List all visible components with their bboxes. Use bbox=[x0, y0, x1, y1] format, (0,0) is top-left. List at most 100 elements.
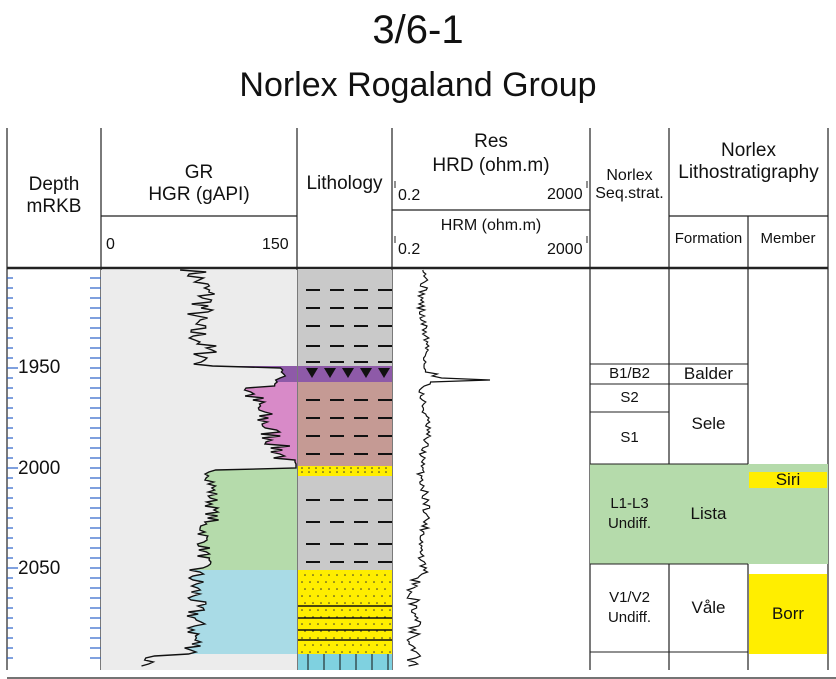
sand-dot bbox=[336, 644, 338, 646]
sand-dot bbox=[360, 574, 362, 576]
sand-dot bbox=[322, 471, 324, 473]
sand-dot bbox=[357, 467, 359, 469]
sand-dot bbox=[389, 637, 391, 639]
gr-fill-balder bbox=[212, 366, 297, 382]
sand-dot bbox=[381, 637, 383, 639]
sand-dot bbox=[344, 602, 346, 604]
sand-dot bbox=[301, 467, 303, 469]
sand-dot bbox=[325, 623, 327, 625]
lithology-shale bbox=[298, 270, 392, 366]
sand-dot bbox=[384, 644, 386, 646]
sand-dot bbox=[333, 637, 335, 639]
sand-dot bbox=[385, 467, 387, 469]
tuff-triangle bbox=[378, 368, 390, 378]
sand-dot bbox=[325, 595, 327, 597]
sand-dot bbox=[336, 602, 338, 604]
sand-dot bbox=[384, 574, 386, 576]
sand-dot bbox=[315, 467, 317, 469]
sand-dot bbox=[301, 595, 303, 597]
sand-dot bbox=[333, 595, 335, 597]
sand-dot bbox=[317, 651, 319, 653]
sand-dot bbox=[381, 609, 383, 611]
sand-dot bbox=[320, 574, 322, 576]
sand-dot bbox=[317, 637, 319, 639]
sand-dot bbox=[385, 471, 387, 473]
sand-dot bbox=[322, 467, 324, 469]
sand-dot bbox=[373, 581, 375, 583]
sand-dot bbox=[341, 651, 343, 653]
depth-label: 2000 bbox=[18, 458, 61, 479]
sand-dot bbox=[389, 609, 391, 611]
sand-dot bbox=[365, 581, 367, 583]
hrm-scale-min: 0.2 bbox=[398, 241, 421, 258]
depth-header: Depth mRKB bbox=[26, 174, 82, 217]
sand-dot bbox=[317, 609, 319, 611]
sand-dot bbox=[349, 651, 351, 653]
sand-dot bbox=[373, 637, 375, 639]
sand-dot bbox=[325, 651, 327, 653]
sand-dot bbox=[312, 644, 314, 646]
sand-dot bbox=[349, 581, 351, 583]
sand-dot bbox=[378, 467, 380, 469]
sand-dot bbox=[352, 644, 354, 646]
sand-dot bbox=[309, 623, 311, 625]
sand-dot bbox=[301, 623, 303, 625]
sand-dot bbox=[360, 644, 362, 646]
sand-dot bbox=[365, 651, 367, 653]
sand-dot bbox=[384, 588, 386, 590]
sand-dot bbox=[343, 471, 345, 473]
well-title: 3/6-1 bbox=[372, 8, 464, 52]
sand-dot bbox=[378, 471, 380, 473]
sand-dot bbox=[368, 588, 370, 590]
res-header: Res bbox=[474, 131, 508, 152]
sand-dot bbox=[350, 467, 352, 469]
sand-dot bbox=[333, 623, 335, 625]
sand-dot bbox=[320, 644, 322, 646]
sand-dot bbox=[371, 467, 373, 469]
sand-dot bbox=[357, 623, 359, 625]
sand-dot bbox=[315, 471, 317, 473]
member-fill bbox=[749, 574, 827, 654]
sand-dot bbox=[317, 595, 319, 597]
sand-dot bbox=[365, 609, 367, 611]
hrd-header: HRD (ohm.m) bbox=[432, 155, 550, 176]
sand-dot bbox=[336, 574, 338, 576]
sand-dot bbox=[352, 588, 354, 590]
lithology-limestone bbox=[298, 654, 392, 670]
sand-dot bbox=[376, 644, 378, 646]
sand-dot bbox=[357, 595, 359, 597]
sand-dot bbox=[349, 637, 351, 639]
sand-dot bbox=[341, 637, 343, 639]
sand-dot bbox=[308, 471, 310, 473]
sand-dot bbox=[328, 644, 330, 646]
sand-dot bbox=[364, 471, 366, 473]
sand-dot bbox=[381, 623, 383, 625]
seqstrat-header: Norlex Seq.strat. bbox=[595, 167, 664, 202]
sand-dot bbox=[301, 637, 303, 639]
gr-fill-lista bbox=[189, 466, 297, 570]
depth-label: 2050 bbox=[18, 558, 61, 579]
sand-dot bbox=[352, 602, 354, 604]
member-label: Borr bbox=[771, 604, 805, 623]
sand-dot bbox=[368, 644, 370, 646]
sand-dot bbox=[341, 581, 343, 583]
sand-dot bbox=[357, 637, 359, 639]
seq-unit-fill bbox=[590, 464, 669, 564]
sand-dot bbox=[304, 574, 306, 576]
sand-dot bbox=[376, 588, 378, 590]
gr-scale-max: 150 bbox=[262, 236, 289, 253]
sand-dot bbox=[371, 471, 373, 473]
gr-fill-vale bbox=[184, 570, 297, 654]
strat-columns bbox=[590, 363, 828, 654]
sand-dot bbox=[373, 651, 375, 653]
tuff-triangle bbox=[360, 368, 372, 378]
sand-dot bbox=[376, 574, 378, 576]
sand-dot bbox=[373, 623, 375, 625]
sand-dot bbox=[328, 574, 330, 576]
sand-dot bbox=[309, 637, 311, 639]
sand-dot bbox=[301, 581, 303, 583]
sand-dot bbox=[357, 471, 359, 473]
sand-dot bbox=[317, 581, 319, 583]
resistivity-curve bbox=[405, 269, 491, 667]
